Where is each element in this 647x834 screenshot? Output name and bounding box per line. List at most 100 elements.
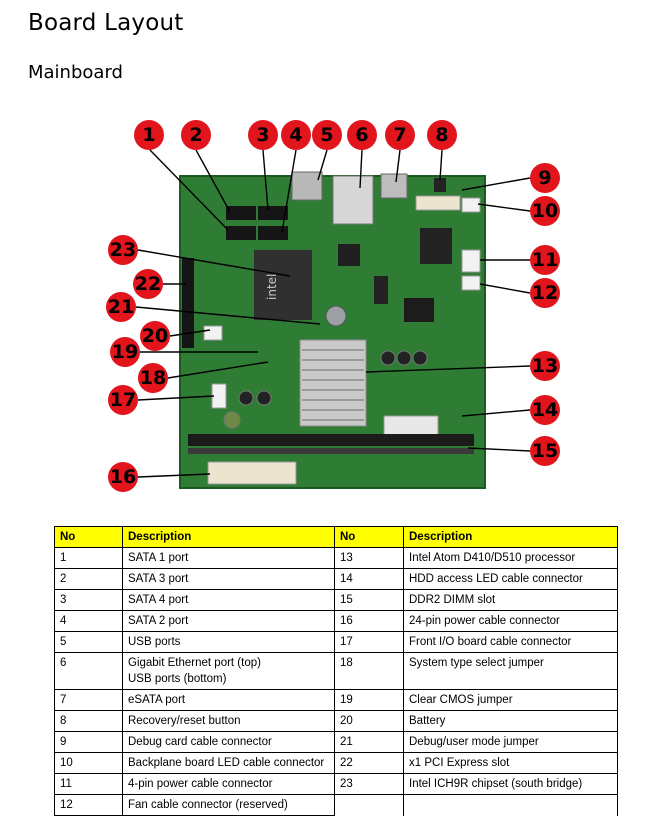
callout-number: 9 — [538, 167, 551, 189]
row-number-cell: 21 — [334, 731, 404, 753]
callout-leader-line — [262, 149, 269, 211]
row-number-cell: 1 — [54, 547, 123, 569]
callout-marker — [140, 321, 170, 351]
row-description-cell: x1 PCI Express slot — [403, 752, 618, 774]
row-description-cell: SATA 2 port — [122, 610, 335, 632]
callout-number: 4 — [289, 124, 302, 146]
row-number-cell: 18 — [334, 652, 404, 690]
row-number-cell: 15 — [334, 589, 404, 611]
row-description-cell: Intel Atom D410/D510 processor — [403, 547, 618, 569]
row-number-cell: 19 — [334, 689, 404, 711]
callout-leader-line — [479, 283, 531, 294]
row-description-cell: Recovery/reset button — [122, 710, 335, 732]
callout-marker — [248, 120, 278, 150]
header-description: Description — [122, 526, 335, 548]
callout-number: 15 — [532, 440, 558, 462]
row-description-cell: SATA 1 port — [122, 547, 335, 569]
esata-port-shape — [380, 173, 408, 199]
callout-number: 13 — [532, 355, 558, 377]
callout-marker — [312, 120, 342, 150]
row-number-cell: 20 — [334, 710, 404, 732]
callout-marker — [427, 120, 457, 150]
callout-leader-line — [359, 149, 363, 189]
callout-leader-line — [461, 409, 531, 417]
callout-number: 19 — [112, 341, 138, 363]
callout-marker — [134, 120, 164, 150]
callout-marker — [530, 196, 560, 226]
row-description-cell: Debug card cable connector — [122, 731, 335, 753]
callout-number: 20 — [142, 325, 168, 347]
callout-marker — [133, 269, 163, 299]
row-description-cell: USB ports — [122, 631, 335, 653]
row-description-cell: Front I/O board cable connector — [403, 631, 618, 653]
callout-leader-line — [461, 177, 531, 191]
reset-button-shape — [434, 178, 446, 192]
row-number-cell: 11 — [54, 773, 123, 795]
row-description-cell: Gigabit Ethernet port (top)USB ports (bo… — [122, 652, 335, 690]
row-description-cell: SATA 4 port — [122, 589, 335, 611]
row-number-cell: 10 — [54, 752, 123, 774]
row-number-cell: 23 — [334, 773, 404, 795]
callout-marker — [138, 363, 168, 393]
ich9r-chip-shape — [254, 250, 312, 320]
callout-number: 22 — [135, 273, 161, 295]
callout-marker — [530, 351, 560, 381]
callout-leader-line — [135, 306, 321, 325]
row-number-cell: 17 — [334, 631, 404, 653]
header-description: Description — [403, 526, 618, 548]
callout-marker — [530, 436, 560, 466]
callout-leader-line — [195, 149, 231, 213]
ethernet-port-shape — [332, 175, 374, 225]
intel-chip-label: intel — [265, 274, 279, 300]
callout-marker — [110, 337, 140, 367]
callout-marker — [530, 278, 560, 308]
row-number-cell: 7 — [54, 689, 123, 711]
callout-number: 21 — [108, 296, 134, 318]
row-description-cell: 24-pin power cable connector — [403, 610, 618, 632]
callout-leader-line — [439, 149, 443, 181]
callout-leader-line — [137, 395, 215, 401]
callout-number: 10 — [532, 200, 558, 222]
row-description-cell: HDD access LED cable connector — [403, 568, 618, 590]
row-description-cell: Backplane board LED cable connector — [122, 752, 335, 774]
callout-marker — [385, 120, 415, 150]
callout-number: 3 — [256, 124, 269, 146]
callout-leader-line — [317, 149, 328, 181]
callout-marker — [181, 120, 211, 150]
row-number-cell: 22 — [334, 752, 404, 774]
callout-number: 16 — [110, 466, 136, 488]
callout-number: 8 — [435, 124, 448, 146]
row-description-cell: Clear CMOS jumper — [403, 689, 618, 711]
battery-shape — [325, 305, 347, 327]
row-description-cell: Debug/user mode jumper — [403, 731, 618, 753]
callout-number: 5 — [320, 124, 333, 146]
usb-port-shape — [291, 171, 323, 201]
callout-number: 1 — [142, 124, 155, 146]
row-number-cell — [334, 794, 404, 816]
row-number-cell: 4 — [54, 610, 123, 632]
callout-marker — [108, 385, 138, 415]
row-description-cell: System type select jumper — [403, 652, 618, 690]
callout-leader-line — [477, 203, 531, 212]
row-number-cell: 12 — [54, 794, 123, 816]
callout-marker — [347, 120, 377, 150]
header-no: No — [334, 526, 404, 548]
callout-leader-line — [365, 365, 531, 373]
page-title: Board Layout — [28, 10, 184, 36]
callout-marker — [106, 292, 136, 322]
sata-port-shape — [226, 206, 256, 220]
header-no: No — [54, 526, 123, 548]
heatsink-shape — [299, 339, 367, 427]
callout-leader-line — [395, 149, 401, 183]
callout-number: 23 — [110, 239, 136, 261]
